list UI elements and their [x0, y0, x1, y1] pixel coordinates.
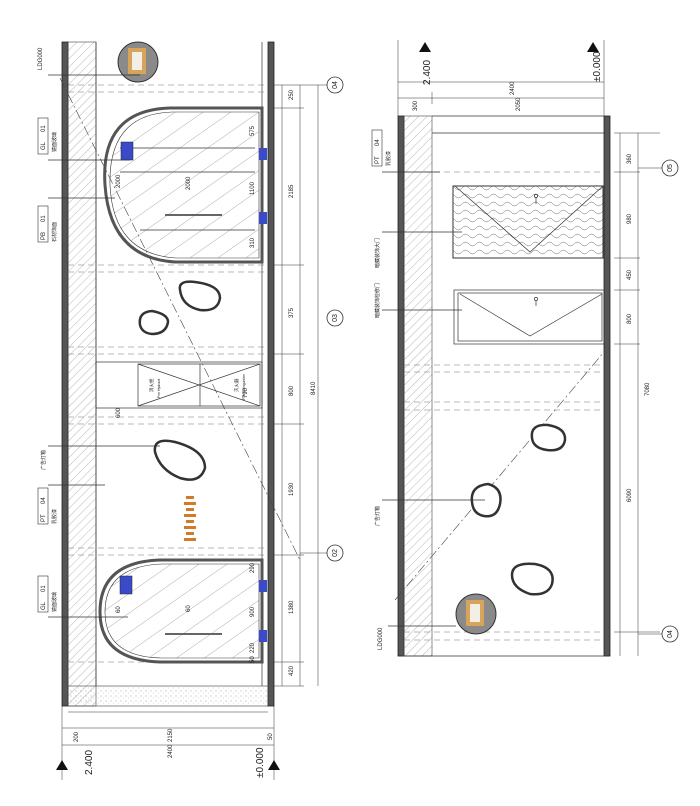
note-inspection-door: 暗藏装饰检修门	[374, 283, 381, 318]
svg-text:GL: GL	[41, 601, 47, 610]
svg-text:220: 220	[250, 642, 256, 653]
svg-text:2400: 2400	[168, 744, 174, 758]
svg-text:800: 800	[289, 385, 295, 396]
left-level-dims: 200 2150 50 2400 2.400 ±0.000	[56, 706, 280, 780]
svg-text:50: 50	[268, 733, 274, 740]
svg-text:镜面玻璃: 镜面玻璃	[51, 132, 58, 152]
svg-text:04: 04	[667, 630, 674, 638]
left-elevation: 消火栓 Fire Hydrant 灭火器 Fire Extinguisher	[37, 41, 344, 780]
svg-text:60: 60	[186, 605, 192, 612]
svg-text:600: 600	[116, 407, 122, 418]
floor-slab	[67, 685, 269, 707]
svg-text:1930: 1930	[289, 482, 295, 496]
svg-text:300: 300	[413, 100, 419, 111]
left-material-labels: GL 01 镜面玻璃 PB 01 石材饰面 广告灯箱 PT 04 乳胶漆 GL …	[37, 117, 160, 618]
extinguisher-text: 灭火器	[234, 378, 240, 392]
left-level-zero: ±0.000	[255, 747, 266, 778]
svg-text:6090: 6090	[627, 488, 633, 502]
svg-text:2000: 2000	[116, 174, 122, 188]
svg-text:800: 800	[627, 313, 633, 324]
ceiling-detail-bubble	[117, 41, 159, 83]
right-dimension-chain: 360 980 450 800 7080 6090	[614, 132, 660, 656]
right-level-top: 2.400	[422, 60, 433, 85]
svg-text:250: 250	[289, 89, 295, 100]
svg-text:04: 04	[332, 81, 339, 89]
svg-text:310: 310	[250, 237, 256, 248]
svg-text:乳胶漆: 乳胶漆	[385, 151, 392, 166]
svg-text:60: 60	[116, 606, 122, 613]
right-ceiling-bubble	[455, 593, 497, 635]
hydrant-text: 消火栓	[148, 378, 155, 392]
left-wall-hatch	[67, 41, 97, 707]
svg-text:03: 03	[332, 314, 339, 322]
svg-text:2150: 2150	[168, 728, 174, 742]
svg-text:1380: 1380	[289, 600, 295, 614]
svg-text:01: 01	[41, 585, 47, 592]
left-dimension-chain: 420 1380 290 900 220 50 1930 800 790 375…	[116, 84, 322, 687]
right-grid-tags: 05 04	[638, 159, 679, 643]
svg-text:7080: 7080	[645, 382, 651, 396]
svg-text:05: 05	[667, 164, 674, 172]
svg-text:575: 575	[250, 125, 256, 136]
svg-text:375: 375	[289, 307, 295, 318]
svg-text:01: 01	[41, 125, 47, 132]
mirror-top	[103, 106, 267, 264]
right-elev-wall2	[603, 115, 611, 657]
mirror-bottom	[98, 558, 267, 664]
svg-text:420: 420	[289, 665, 295, 676]
right-wall-line	[267, 41, 275, 707]
right-level-zero: ±0.000	[592, 51, 603, 82]
right-elev-wall	[397, 115, 405, 657]
svg-text:04: 04	[375, 139, 381, 146]
hidden-door-panel	[452, 185, 604, 259]
left-level-top: 2.400	[84, 750, 95, 775]
svg-text:02: 02	[332, 549, 339, 557]
grid-tag-03	[326, 309, 344, 327]
svg-text:360: 360	[627, 153, 633, 164]
svg-text:PB: PB	[41, 232, 47, 240]
extinguisher-text-en: Fire Extinguisher	[242, 373, 246, 400]
svg-text:980: 980	[627, 213, 633, 224]
right-ceiling-label: LDG000	[378, 627, 384, 650]
svg-text:2185: 2185	[289, 184, 295, 198]
svg-text:GL: GL	[41, 141, 47, 150]
left-total-dim: 8410	[311, 381, 317, 395]
svg-text:PT: PT	[375, 156, 381, 164]
left-wall-line	[61, 41, 69, 707]
svg-text:04: 04	[41, 497, 47, 504]
svg-text:50: 50	[250, 656, 256, 663]
orange-signage	[184, 496, 196, 541]
hydrant-text-en: Fire Hydrant	[157, 379, 161, 398]
svg-text:290: 290	[250, 562, 256, 573]
note-hidden-door: 暗藏装饰大门	[374, 238, 381, 268]
right-pebbles	[470, 423, 567, 596]
pebble-lightboxes	[138, 280, 222, 481]
svg-text:2000: 2000	[186, 176, 192, 190]
left-grid-tags: 04 03 02	[300, 76, 344, 562]
svg-text:1100: 1100	[250, 181, 256, 195]
svg-text:乳胶漆: 乳胶漆	[51, 509, 58, 524]
svg-text:2400: 2400	[510, 81, 516, 95]
note-lightbox: 广告灯箱	[374, 506, 381, 526]
lightbox-label: 广告灯箱	[40, 450, 47, 470]
right-material-labels: PT 04 乳胶漆 暗藏装饰大门 暗藏装饰检修门 广告灯箱	[371, 129, 485, 526]
svg-text:450: 450	[627, 269, 633, 280]
right-level-dims: 2.400 ±0.000 2400 2050 300	[397, 40, 605, 116]
svg-text:2050: 2050	[516, 97, 522, 111]
svg-text:200: 200	[74, 731, 80, 742]
right-elev-wall-hatch	[403, 115, 433, 657]
svg-text:PT: PT	[41, 514, 47, 522]
fire-hydrant-cabinet: 消火栓 Fire Hydrant 灭火器 Fire Extinguisher	[95, 361, 263, 409]
svg-text:镜面玻璃: 镜面玻璃	[51, 592, 58, 612]
svg-text:900: 900	[250, 606, 256, 617]
left-ceiling-label: LDG000	[38, 47, 44, 70]
right-elevation: LDG000 PT 04 乳胶漆 暗藏装饰大门 暗藏装饰检修门 广告灯箱	[371, 40, 679, 657]
svg-text:790: 790	[243, 387, 249, 398]
svg-text:01: 01	[41, 215, 47, 222]
svg-text:石材饰面: 石材饰面	[51, 222, 58, 242]
inspection-door	[453, 289, 605, 345]
